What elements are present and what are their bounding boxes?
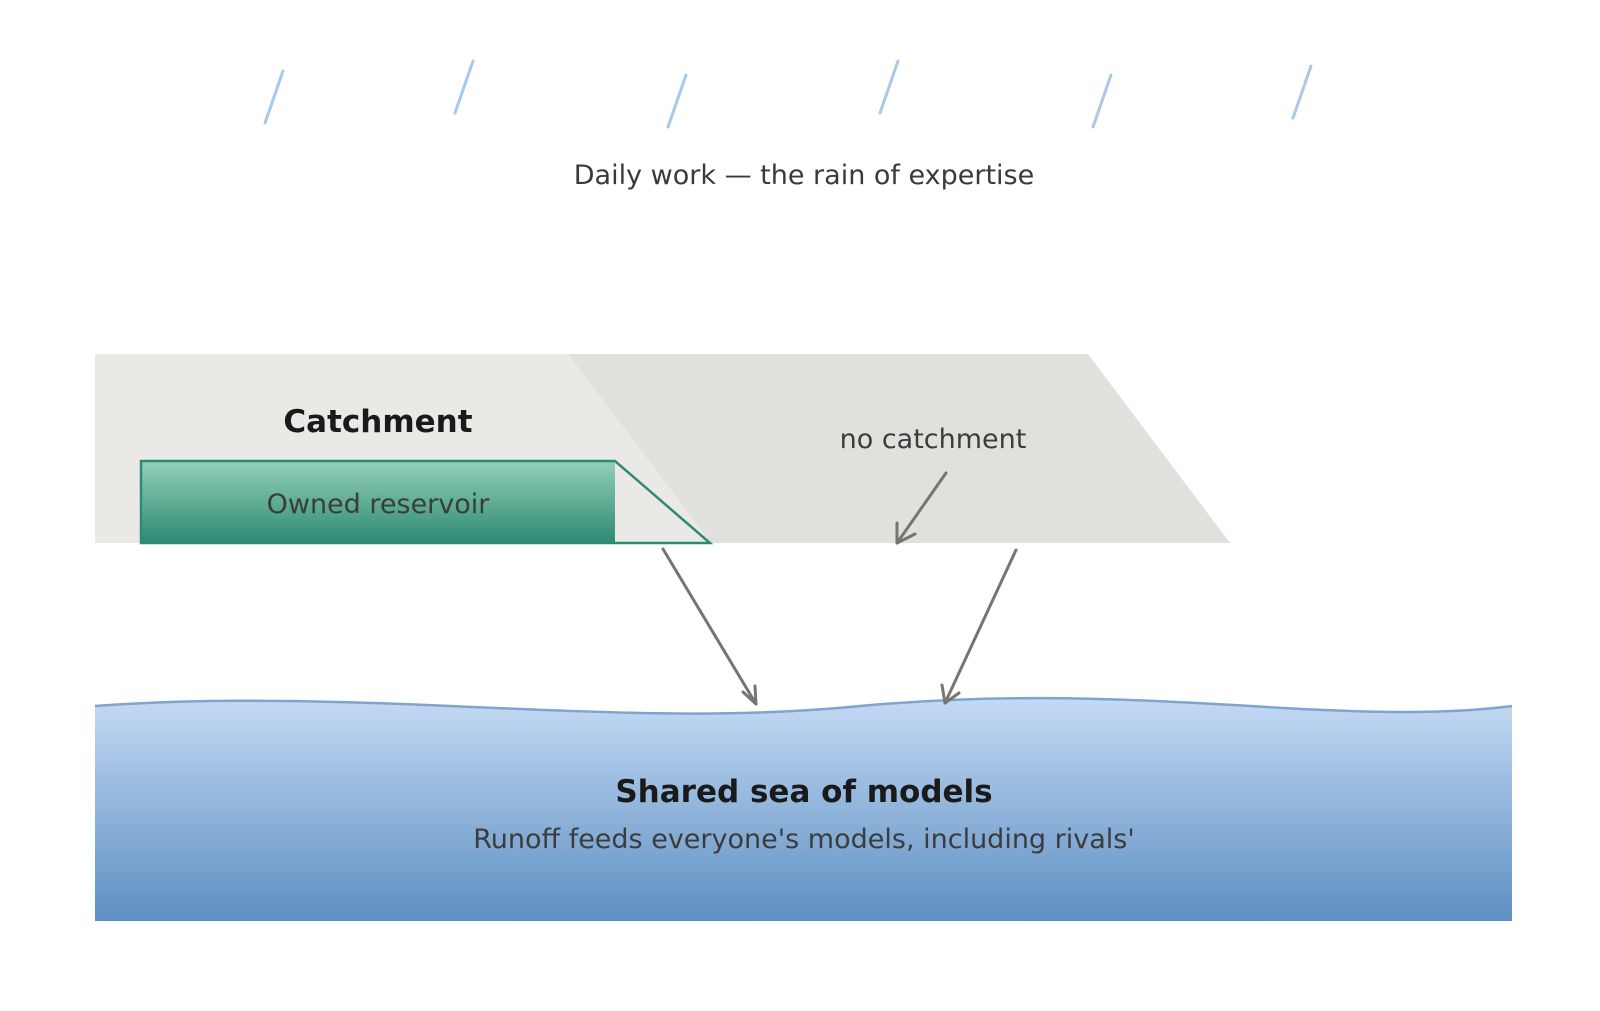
open-land-no-catchment: [568, 354, 1230, 543]
sea-title: Shared sea of models: [615, 774, 992, 810]
rain-drop: [878, 59, 900, 115]
rain-drop: [263, 69, 285, 125]
rain-drop: [666, 73, 688, 129]
reservoir-runoff-arrow: [661, 547, 758, 706]
sea-surface-wave: [94, 696, 1513, 715]
reservoir-outline: [139, 459, 714, 545]
flow-arrows: [661, 471, 1018, 706]
sea-subtitle: Runoff feeds everyone's models, includin…: [473, 824, 1135, 855]
rain-drop: [1091, 73, 1113, 129]
rain-drops: [263, 59, 1313, 129]
no-catchment-label: no catchment: [840, 424, 1027, 455]
reservoir-body: [141, 461, 615, 543]
owned-reservoir: Owned reservoir: [139, 459, 714, 545]
sea-body: [95, 698, 1512, 921]
rain-drop: [453, 59, 475, 115]
rain-drop: [1291, 64, 1313, 120]
reservoir-label: Owned reservoir: [267, 489, 491, 520]
no-catchment-arrow: [895, 471, 948, 545]
rain-caption: Daily work — the rain of expertise: [574, 160, 1034, 191]
shared-sea: Shared sea of models Runoff feeds everyo…: [94, 696, 1513, 921]
catchment-heading: Catchment: [283, 404, 472, 440]
open-land-runoff-arrow: [940, 548, 1018, 705]
